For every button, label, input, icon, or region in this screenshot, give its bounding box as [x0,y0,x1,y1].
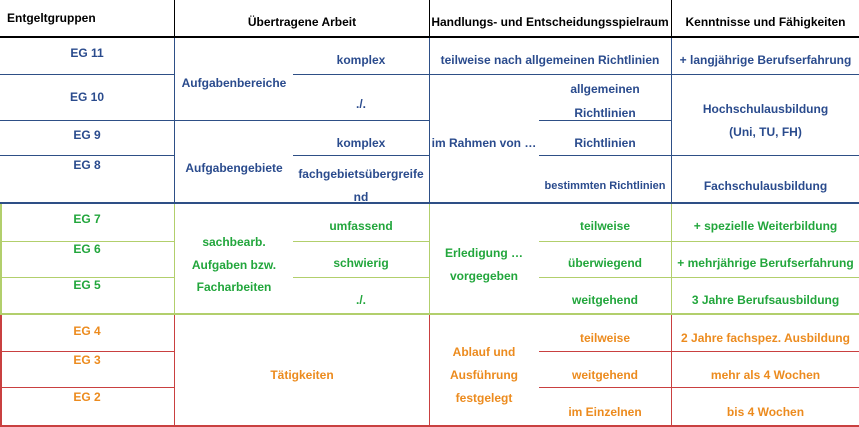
blue-section-divider-2 [429,38,430,202]
eg-4-label: EG 4 [73,324,101,338]
green-line-6 [539,277,859,278]
komplex-eg11: komplex [336,53,386,67]
schwierig: schwierig [333,256,389,270]
header-border [0,36,859,38]
green-section-border [0,313,859,315]
green-section-divider-2 [429,204,430,314]
umfassend: umfassend [329,219,393,233]
bis-4-wochen: bis 4 Wochen [726,405,805,419]
eg-3-label: EG 3 [73,353,101,367]
header-kenntnisse: Kenntnisse und Fähigkeiten [685,15,846,29]
sachbearb-line3: Facharbeiten [196,280,272,294]
aufgabengebiete: Aufgabengebiete [185,161,283,175]
green-line-4 [0,277,174,278]
erledigung-line2: vorgegeben [449,269,518,283]
blue-line-7 [0,155,174,156]
erledigung-line1: Erledigung … [445,246,523,260]
red-line-4 [539,387,859,388]
aufgabenbereiche: Aufgabenbereiche [181,76,287,90]
sachbearb-line1: sachbearb. [202,235,266,249]
richtlinien-eg10: Richtlinien [574,106,636,120]
green-section-left-edge [0,204,2,314]
fachschulausbildung: Fachschulausbildung [703,179,828,193]
hochschulausbildung-line1: Hochschulausbildung [702,102,829,116]
blue-line-8 [293,155,429,156]
red-section-left-edge [0,315,2,427]
header-handlungsspielraum: Handlungs- und Entscheidungsspielraum [431,15,669,29]
green-line-5 [293,277,429,278]
red-section-divider-1 [174,315,175,427]
eg-9-label: EG 9 [73,128,101,142]
weitgehend-eg3: weitgehend [571,368,638,382]
red-section-divider-3 [671,315,672,427]
red-section-divider-2 [429,315,430,427]
blue-line-5 [174,120,429,121]
ablauf-line3: festgelegt [455,391,513,405]
green-section-divider-3 [671,204,672,314]
header-uebertragene-arbeit: Übertragene Arbeit [247,15,357,29]
blue-section-divider-3 [671,38,672,202]
blue-line-6 [539,120,671,121]
ablauf-line1: Ablauf und [452,345,516,359]
green-line-2 [293,241,429,242]
mehr-als-4-wochen: mehr als 4 Wochen [710,368,821,382]
eg-11-label: EG 11 [70,46,104,60]
eg-5-label: EG 5 [73,278,101,292]
red-line-2 [539,351,859,352]
blue-line-2 [293,74,429,75]
blue-line-10 [671,155,859,156]
richtlinien-eg9: Richtlinien [574,136,636,150]
weitgehend-eg5: weitgehend [571,293,638,307]
green-section-divider-1 [174,204,175,314]
fachgebietsuebergreifend-line2: nd [353,190,369,204]
red-line-1 [0,351,174,352]
eg-10-label: EG 10 [69,90,105,104]
eg-7-label: EG 7 [73,212,101,226]
teilweise-nach-richtlinien: teilweise nach allgemeinen Richtlinien [440,53,660,67]
komplex-eg9: komplex [336,136,386,150]
eg-2-label: EG 2 [73,390,101,404]
allgemeinen: allgemeinen [570,82,640,96]
blue-line-3 [429,74,859,75]
not-applicable-eg5: ./. [355,293,366,307]
spezielle-weiterbildung: + spezielle Weiterbildung [693,219,838,233]
eg-8-label: EG 8 [73,158,101,172]
mehrjaehrige-berufserfahrung: + mehrjährige Berufserfahrung [677,256,854,270]
fachgebietsuebergreifend-line1: fachgebietsübergreife [298,167,424,181]
sachbearb-line2: Aufgaben bzw. [191,258,277,272]
blue-line-4 [0,120,174,121]
red-line-3 [0,387,174,388]
bestimmten-richtlinien: bestimmten Richtlinien [544,180,666,192]
im-einzelnen: im Einzelnen [568,405,642,419]
not-applicable-eg10: ./. [355,97,366,111]
header-divider-1 [174,0,175,37]
header-divider-3 [671,0,672,37]
green-line-1 [0,241,174,242]
teilweise-eg4: teilweise [579,331,631,345]
teilweise-eg7: teilweise [579,219,631,233]
zwei-jahre-ausbildung: 2 Jahre fachspez. Ausbildung [681,331,850,345]
hochschulausbildung-line2: (Uni, TU, FH) [729,125,802,139]
green-line-3 [539,241,859,242]
header-divider-2 [429,0,430,37]
red-section-border [0,425,859,427]
header-entgeltgruppen: Entgeltgruppen [7,11,96,25]
drei-jahre-berufsausbildung: 3 Jahre Berufsausbildung [691,293,840,307]
blue-line-1 [0,74,174,75]
blue-line-9 [539,155,671,156]
ueberwiegend: überwiegend [567,256,642,270]
im-rahmen-von: im Rahmen von … [431,136,537,150]
blue-section-border [0,202,859,204]
langjaehrige-berufserfahrung: + langjährige Berufserfahrung [679,53,852,67]
taetigkeiten: Tätigkeiten [270,368,334,382]
eg-6-label: EG 6 [73,242,101,256]
ablauf-line2: Ausführung [450,368,518,382]
